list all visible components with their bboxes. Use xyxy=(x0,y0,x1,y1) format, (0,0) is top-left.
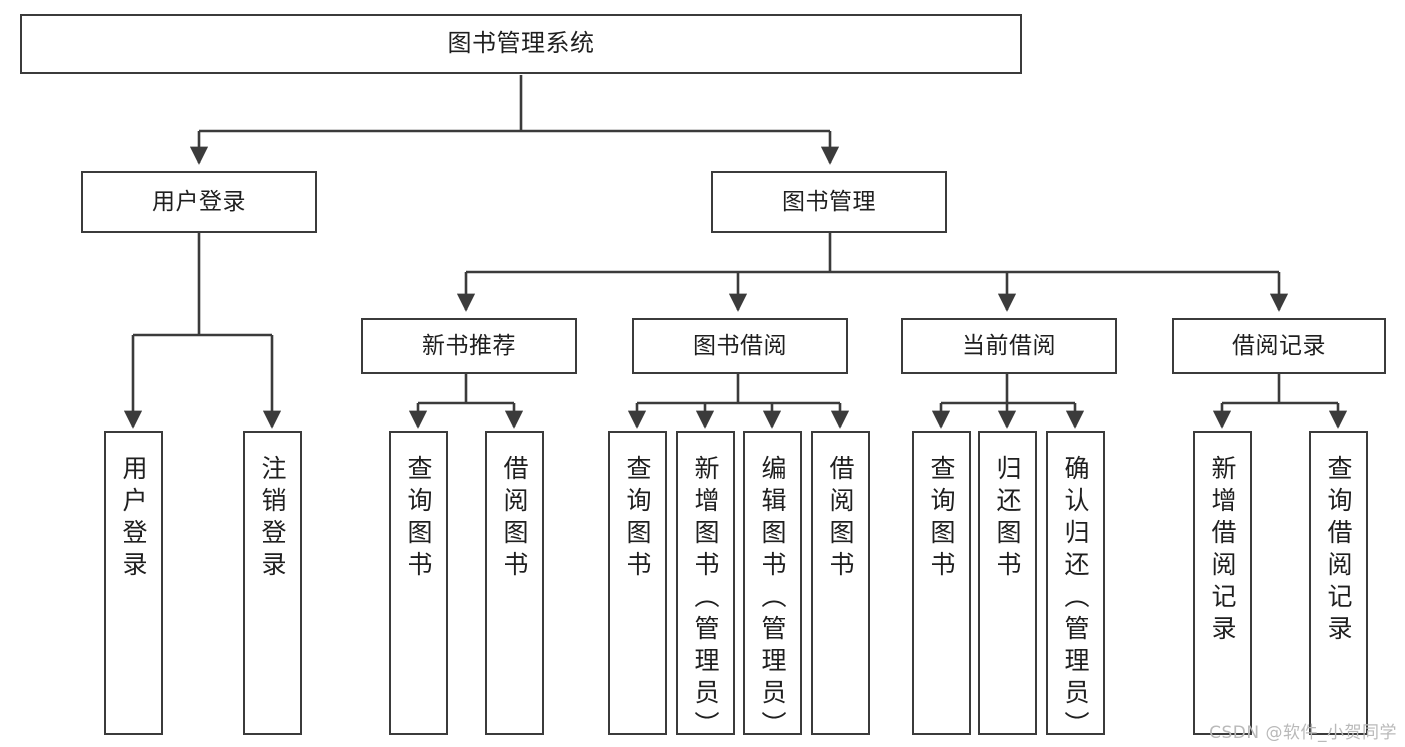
node-label: 图书管理 xyxy=(782,188,876,215)
node-current-borrow[interactable]: 当前借阅 xyxy=(901,318,1117,374)
leaf-current-confirm-return-admin[interactable]: 确认归还（管理员） xyxy=(1046,431,1105,743)
leaf-records-add-record[interactable]: 新增借阅记录 xyxy=(1193,431,1252,735)
node-label: 借阅图书 xyxy=(500,455,529,583)
node-label: 确认归还（管理员） xyxy=(1061,455,1090,743)
node-book-borrow[interactable]: 图书借阅 xyxy=(632,318,848,374)
node-label: 图书借阅 xyxy=(693,332,787,359)
node-label: 借阅记录 xyxy=(1232,332,1326,359)
node-label: 当前借阅 xyxy=(962,332,1056,359)
node-label: 查询图书 xyxy=(927,455,956,583)
node-label: 新增借阅记录 xyxy=(1208,455,1237,647)
leaf-borrow-borrow-book[interactable]: 借阅图书 xyxy=(811,431,870,735)
node-label: 用户登录 xyxy=(119,455,148,583)
leaf-user-login-signout[interactable]: 注销登录 xyxy=(243,431,302,735)
node-label: 归还图书 xyxy=(993,455,1022,583)
node-label: 编辑图书（管理员） xyxy=(758,455,787,743)
node-user-login[interactable]: 用户登录 xyxy=(81,171,317,233)
leaf-new-book-query[interactable]: 查询图书 xyxy=(389,431,448,735)
leaf-new-book-borrow[interactable]: 借阅图书 xyxy=(485,431,544,735)
leaf-borrow-edit-book-admin[interactable]: 编辑图书（管理员） xyxy=(743,431,802,743)
leaf-records-query-record[interactable]: 查询借阅记录 xyxy=(1309,431,1368,735)
node-label: 查询图书 xyxy=(404,455,433,583)
node-root-system[interactable]: 图书管理系统 xyxy=(20,14,1022,74)
leaf-current-return-book[interactable]: 归还图书 xyxy=(978,431,1037,735)
node-label: 新增图书（管理员） xyxy=(691,455,720,743)
leaf-user-login-signin[interactable]: 用户登录 xyxy=(104,431,163,735)
node-label: 注销登录 xyxy=(258,455,287,583)
node-label: 图书管理系统 xyxy=(447,29,595,58)
node-book-management[interactable]: 图书管理 xyxy=(711,171,947,233)
node-new-book-recommend[interactable]: 新书推荐 xyxy=(361,318,577,374)
leaf-borrow-query-book[interactable]: 查询图书 xyxy=(608,431,667,735)
leaf-current-query-book[interactable]: 查询图书 xyxy=(912,431,971,735)
node-label: 新书推荐 xyxy=(422,332,516,359)
leaf-borrow-add-book-admin[interactable]: 新增图书（管理员） xyxy=(676,431,735,743)
node-label: 用户登录 xyxy=(152,188,246,215)
node-label: 查询借阅记录 xyxy=(1324,455,1353,647)
node-borrow-records[interactable]: 借阅记录 xyxy=(1172,318,1386,374)
node-label: 借阅图书 xyxy=(826,455,855,583)
watermark-text: CSDN @软件_小贺同学 xyxy=(1209,723,1397,743)
node-label: 查询图书 xyxy=(623,455,652,583)
